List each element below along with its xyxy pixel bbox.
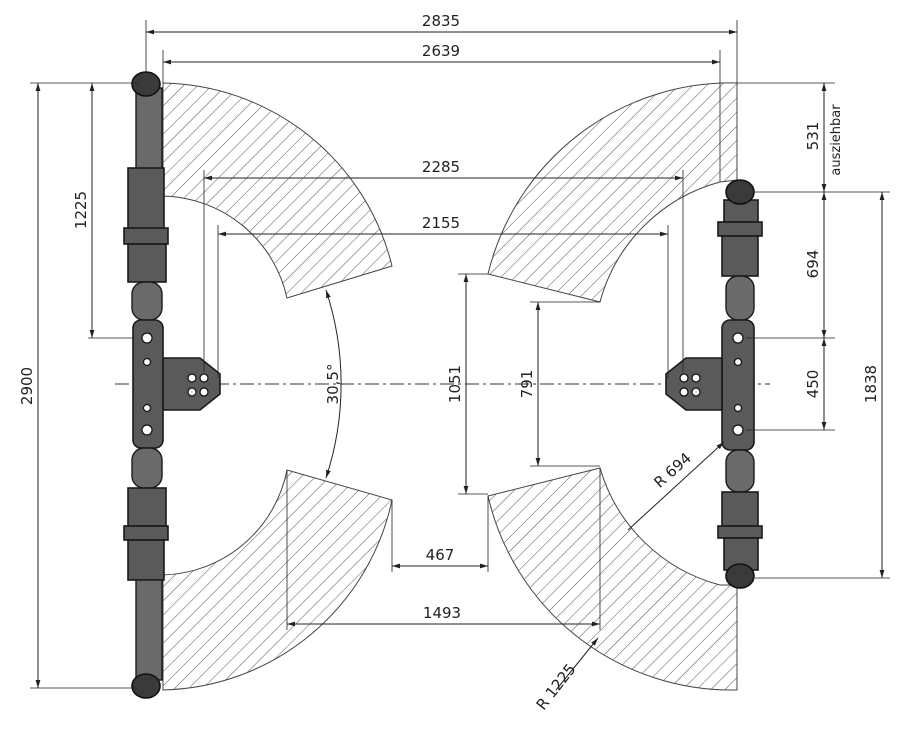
sweep-zone-top-left — [162, 82, 393, 299]
dim-inner-gap-small: 791 — [518, 370, 536, 399]
dim-total-height: 2900 — [18, 367, 36, 405]
dim-inner-width-lower: 2155 — [422, 214, 460, 232]
dim-total-width: 2835 — [422, 12, 460, 30]
dim-inner-gap-large: 1051 — [446, 365, 464, 403]
dim-angle: 30,5° — [324, 364, 342, 405]
sweep-zone-bottom-right — [487, 467, 738, 691]
sweep-zone-top-right — [487, 82, 738, 303]
left-bottom-pad — [131, 673, 161, 699]
left-top-pad — [131, 71, 161, 97]
dim-zone-span: 1493 — [423, 604, 461, 622]
dim-radius-small: R 694 — [650, 449, 695, 492]
left-arm-assembly — [123, 71, 221, 699]
dim-short-arm-span: 1838 — [862, 365, 880, 403]
dimension-lines — [35, 29, 885, 691]
dim-extendable-note: ausziehbar — [829, 104, 844, 176]
dim-short-arm-offset: 694 — [804, 250, 822, 279]
dim-upper-arm-length: 1225 — [72, 191, 90, 229]
sweep-zone-bottom-left — [162, 469, 393, 691]
dim-zone-gap: 467 — [426, 546, 455, 564]
dim-extendable: 531 — [804, 122, 822, 151]
right-arm-assembly — [665, 179, 763, 589]
right-bottom-pad — [725, 563, 755, 589]
dim-arm-pad-width: 2639 — [422, 42, 460, 60]
extension-lines — [30, 20, 890, 689]
dim-pivot-offset: 450 — [804, 370, 822, 399]
dim-radius-large: R 1225 — [533, 660, 580, 713]
right-top-pad — [725, 179, 755, 205]
dim-inner-width-upper: 2285 — [422, 158, 460, 176]
